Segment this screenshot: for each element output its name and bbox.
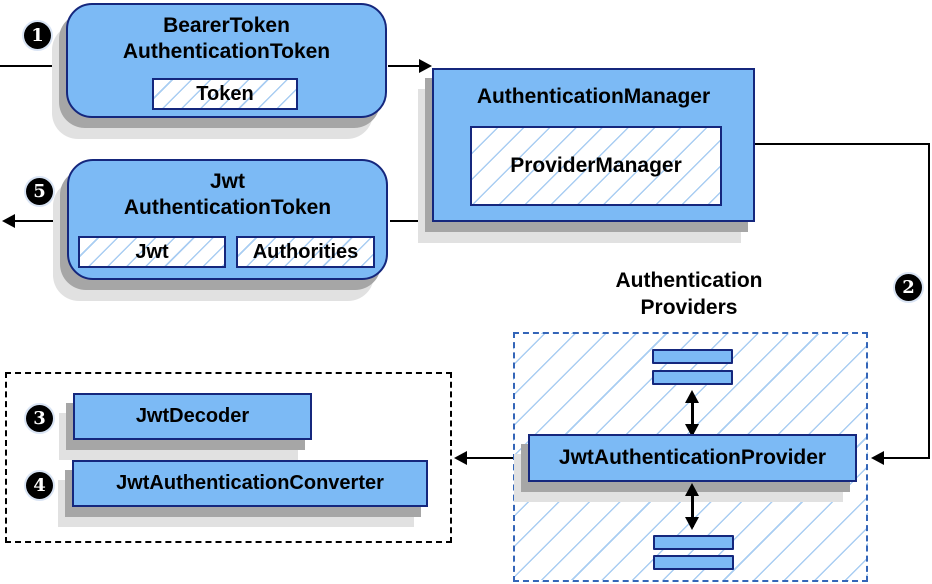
manager-to-provider-line-right: [928, 143, 930, 459]
manager-to-jwttoken-line: [390, 220, 434, 222]
providers-title-line2: Providers: [640, 296, 738, 319]
jwt-components-group: JwtDecoder JwtAuthenticationConverter: [5, 372, 452, 543]
arrowhead-left-icon: [871, 451, 884, 465]
arrowhead-down-icon: [685, 424, 699, 437]
provider-to-decoder-line: [466, 457, 514, 459]
double-arrow-line: [691, 396, 694, 434]
incoming-request-line: [0, 65, 66, 67]
jwt-token-title-line1: Jwt: [209, 170, 245, 193]
authentication-providers-group: JwtAuthenticationProvider: [513, 332, 868, 582]
jwt-authentication-provider-node: JwtAuthenticationProvider: [528, 434, 857, 482]
jwt-decoder-node: JwtDecoder: [73, 393, 312, 440]
node-title: Jwt AuthenticationToken: [69, 169, 386, 221]
step-1-badge: 1: [24, 22, 51, 49]
jwt-authentication-token-node: Jwt AuthenticationToken Jwt Authorities: [67, 159, 388, 280]
arrowhead-left-icon: [2, 214, 15, 228]
bearer-token-title-line1: BearerToken: [163, 14, 290, 37]
outgoing-result-line: [13, 220, 67, 222]
double-arrow-line: [691, 489, 694, 527]
provider-manager-chip: ProviderManager: [470, 126, 722, 206]
step-5-badge: 5: [26, 178, 53, 205]
arrowhead-right-icon: [419, 59, 432, 73]
providers-title-line1: Authentication: [615, 269, 763, 292]
arrowhead-down-icon: [685, 517, 699, 530]
step-3-badge: 3: [26, 405, 53, 432]
bearer-to-manager-line: [388, 65, 422, 67]
arrowhead-up-icon: [685, 483, 699, 496]
authentication-manager-title: AuthenticationManager: [476, 85, 711, 108]
authorities-chip: Authorities: [236, 236, 375, 268]
jwt-token-title-line2: AuthenticationToken: [123, 196, 332, 219]
jwt-chip: Jwt: [78, 236, 226, 268]
jwt-authentication-converter-node: JwtAuthenticationConverter: [72, 460, 428, 507]
provider-stack-bar: [653, 555, 734, 570]
authentication-providers-title: Authentication Providers: [558, 267, 820, 321]
node-title: BearerToken AuthenticationToken: [68, 13, 385, 65]
manager-to-provider-line-bottom: [884, 457, 930, 459]
bearer-token-authentication-token-node: BearerToken AuthenticationToken Token: [66, 3, 387, 118]
provider-stack-bar: [652, 370, 733, 385]
arrowhead-left-icon: [454, 451, 467, 465]
step-2-badge: 2: [895, 274, 922, 301]
step-4-badge: 4: [26, 472, 53, 499]
arrowhead-up-icon: [685, 390, 699, 403]
provider-stack-bar: [652, 349, 733, 364]
token-chip: Token: [152, 78, 298, 110]
provider-stack-bar: [653, 535, 734, 550]
bearer-token-title-line2: AuthenticationToken: [122, 40, 331, 63]
authentication-manager-node: AuthenticationManager ProviderManager: [432, 68, 755, 222]
manager-to-provider-line-top: [755, 143, 930, 145]
